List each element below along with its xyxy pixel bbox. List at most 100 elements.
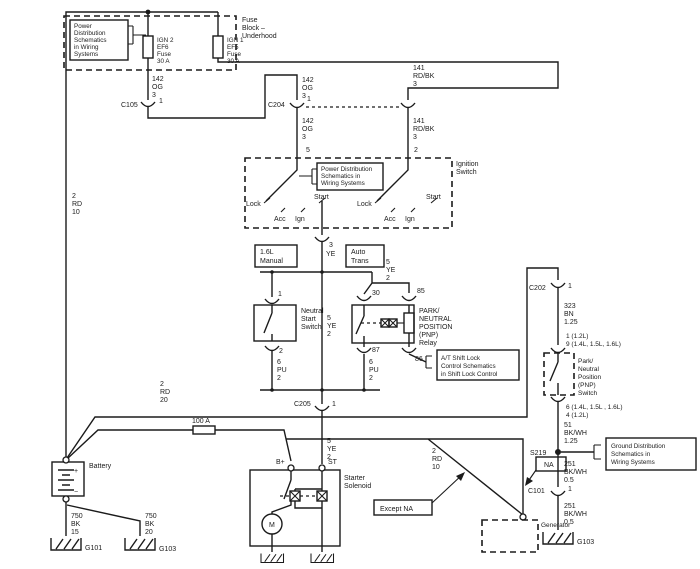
motor-label: M	[269, 522, 275, 529]
position-start: Start	[426, 194, 441, 201]
fuse-block-title: Underhood	[242, 33, 277, 40]
wire-2rd20	[66, 267, 559, 459]
battery-minus: −	[74, 489, 78, 496]
wire-750bk20-label: 750	[145, 513, 157, 520]
connector-arc	[401, 295, 417, 302]
connector-arc	[550, 347, 566, 354]
winding-cross	[316, 490, 328, 502]
connector-arc	[314, 405, 330, 412]
connector-c204: 142 OG 3 141 RD/BK 3 C204 1 142 OG 3 5 1…	[268, 65, 435, 154]
ignition-pole-left	[265, 158, 298, 202]
wire-750bk20-label: BK	[145, 521, 155, 528]
wire-5ye2-label: YE	[327, 446, 337, 453]
connector-arc	[550, 282, 566, 289]
ignition-ref-box	[316, 162, 384, 191]
na-box	[535, 456, 567, 472]
connector-arc	[400, 102, 416, 109]
ignition-ref: Power Distribution	[321, 166, 373, 173]
wire-141-label: 141	[413, 118, 425, 125]
ground-ref: Schematics in	[611, 451, 651, 458]
g101-label: G101	[85, 545, 102, 552]
wire-323-label: BN	[564, 311, 574, 318]
wire-323-label: 323	[564, 303, 576, 310]
start-output: 3 YE	[314, 236, 336, 258]
battery-label: Battery	[89, 463, 112, 470]
nss-contacts	[263, 305, 273, 341]
splice-s219	[555, 449, 561, 455]
position-ign: Ign	[295, 216, 305, 223]
nss-label: Switch	[301, 324, 322, 331]
shift-lock-ref: A/T Shift Lock	[441, 355, 481, 362]
wire-2rd20-label: RD	[160, 389, 170, 396]
connector-c105: 142 OG 3 C105 1	[121, 76, 164, 109]
generator-box	[481, 519, 539, 553]
generator-terminal	[519, 513, 527, 521]
position-lock: Lock	[246, 201, 261, 208]
connector-arc	[289, 102, 305, 109]
relay-title: Relay	[419, 340, 437, 347]
wire-100a	[66, 429, 292, 462]
fuse-block-title: Fuse	[242, 17, 258, 24]
pnp-switch-title: Park/	[578, 358, 593, 365]
fuse-ign2-label: 30 A	[157, 58, 170, 65]
fuse-ign1-label: EF5	[227, 44, 239, 51]
c105-label: C105	[121, 102, 138, 109]
wire-2rd10-label: 10	[72, 209, 80, 216]
wire-141-label: 3	[413, 81, 417, 88]
wire-141-label: 3	[413, 134, 417, 141]
starter-title: Starter	[344, 475, 366, 482]
pnp-pin-bottom: 4 (1.2L)	[566, 412, 588, 419]
fusible-link-symbol	[192, 425, 216, 435]
bplus-terminal	[287, 464, 295, 472]
wire-142-label: 142	[152, 76, 164, 83]
wire-2rd10-left-label: 2 RD 10	[72, 193, 82, 216]
wire-2rd10-label: RD	[72, 201, 82, 208]
pnp-switch-box	[543, 352, 575, 396]
c205-label: C205	[294, 401, 311, 408]
pnp-pin-bottom: 6 (1.4L, 1.5L , 1.6L)	[566, 404, 623, 411]
bplus-label: B+	[276, 459, 285, 466]
ref-bracket	[128, 25, 146, 45]
relay-coil	[403, 312, 415, 334]
position-acc: Acc	[384, 216, 396, 223]
wire-142-label: OG	[302, 85, 313, 92]
shift-lock-ref: Control Schematics	[441, 363, 496, 370]
winding-cross	[388, 318, 398, 328]
wire-51-label: 1.25	[564, 438, 578, 445]
connector-arc	[401, 347, 417, 354]
fuse-ign2-label: IGN 2	[157, 37, 174, 44]
g103-right-label: G103	[577, 539, 594, 546]
wire-battery-feed	[65, 11, 218, 457]
fuse-ign1-label: 30 A	[227, 58, 240, 65]
wire-5ye2-label: 5	[386, 259, 390, 266]
wire-6pu2-label: 2	[277, 375, 281, 382]
fuse-ign1-label: IGN 1	[227, 37, 244, 44]
left-grounds: 750 BK 15 750 BK 20 G101 G103	[50, 513, 176, 553]
position-ign: Ign	[405, 216, 415, 223]
fuse-ign2-label: EF6	[157, 44, 169, 51]
position-acc: Acc	[274, 216, 286, 223]
battery-neg-terminal	[62, 495, 70, 503]
power-dist-ref: in Wiring	[74, 44, 99, 51]
ref-bracket	[593, 444, 601, 460]
starter-ground-icon	[260, 552, 285, 564]
connector-arc	[550, 490, 566, 497]
st-terminal	[318, 464, 326, 472]
wire-5ye2-label: YE	[386, 267, 396, 274]
pnp-switch-contact	[549, 353, 559, 395]
relay-pin30: 30	[372, 290, 380, 297]
solenoid-winding	[316, 490, 328, 502]
feed-labels: 2 RD 20 100 A	[160, 381, 216, 435]
wire-2rd20-label: 2	[160, 381, 164, 388]
c204-pin1: 1	[307, 96, 311, 103]
wire-2rd10-label: 10	[432, 464, 440, 471]
relay-title: POSITION	[419, 324, 452, 331]
wire-251-label: 251	[564, 503, 576, 510]
pnp-switch-title: (PNP)	[578, 382, 596, 389]
junction-brace-right	[362, 388, 366, 392]
except-na-label: Except NA	[380, 506, 413, 513]
neutral-start-switch: 1 Neutral Start Switch 2 6 PU 2	[253, 291, 324, 382]
connector-arc	[550, 396, 566, 403]
transmission-options: 1.6L Manual Auto Trans	[254, 244, 385, 268]
relay-title: NEUTRAL	[419, 316, 452, 323]
